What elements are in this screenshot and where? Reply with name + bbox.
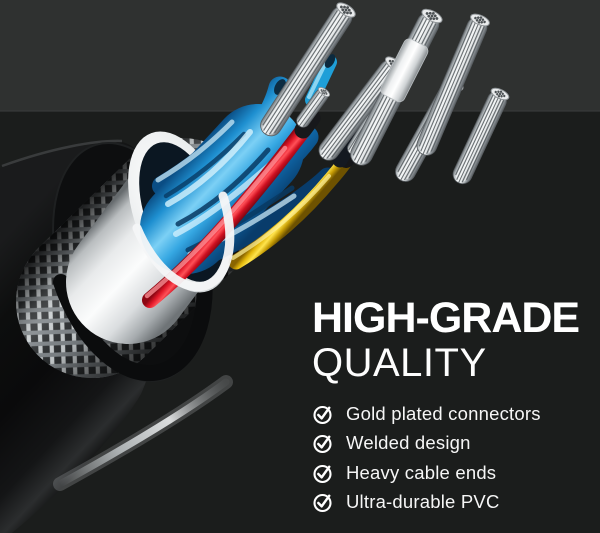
headline-line1: HIGH-GRADE <box>312 294 580 342</box>
check-circle-icon <box>313 435 332 454</box>
feature-item: Gold plated connectors <box>312 399 600 429</box>
check-circle-icon <box>313 464 332 483</box>
feature-list: Gold plated connectors Welded design Hea… <box>312 399 600 517</box>
feature-label: Heavy cable ends <box>346 461 497 483</box>
check-circle-icon <box>313 405 332 424</box>
stranded-silver-conductors <box>260 2 510 185</box>
background-split-line <box>0 110 600 112</box>
headline-line2: QUALITY <box>312 341 487 385</box>
white-wire-sleeve <box>380 38 429 103</box>
marketing-copy: HIGH-GRADE QUALITY Gold plated connector… <box>312 296 600 517</box>
sheath-front-lip <box>132 191 235 292</box>
feature-label: Ultra-durable PVC <box>346 491 500 513</box>
jacket-front-lip <box>53 234 213 382</box>
check-circle-icon <box>313 494 332 513</box>
feature-item: Welded design <box>312 429 600 459</box>
feature-label: Welded design <box>346 432 471 454</box>
feature-item: Heavy cable ends <box>312 458 600 488</box>
feature-label: Gold plated connectors <box>346 402 541 424</box>
feature-item: Ultra-durable PVC <box>312 488 600 518</box>
